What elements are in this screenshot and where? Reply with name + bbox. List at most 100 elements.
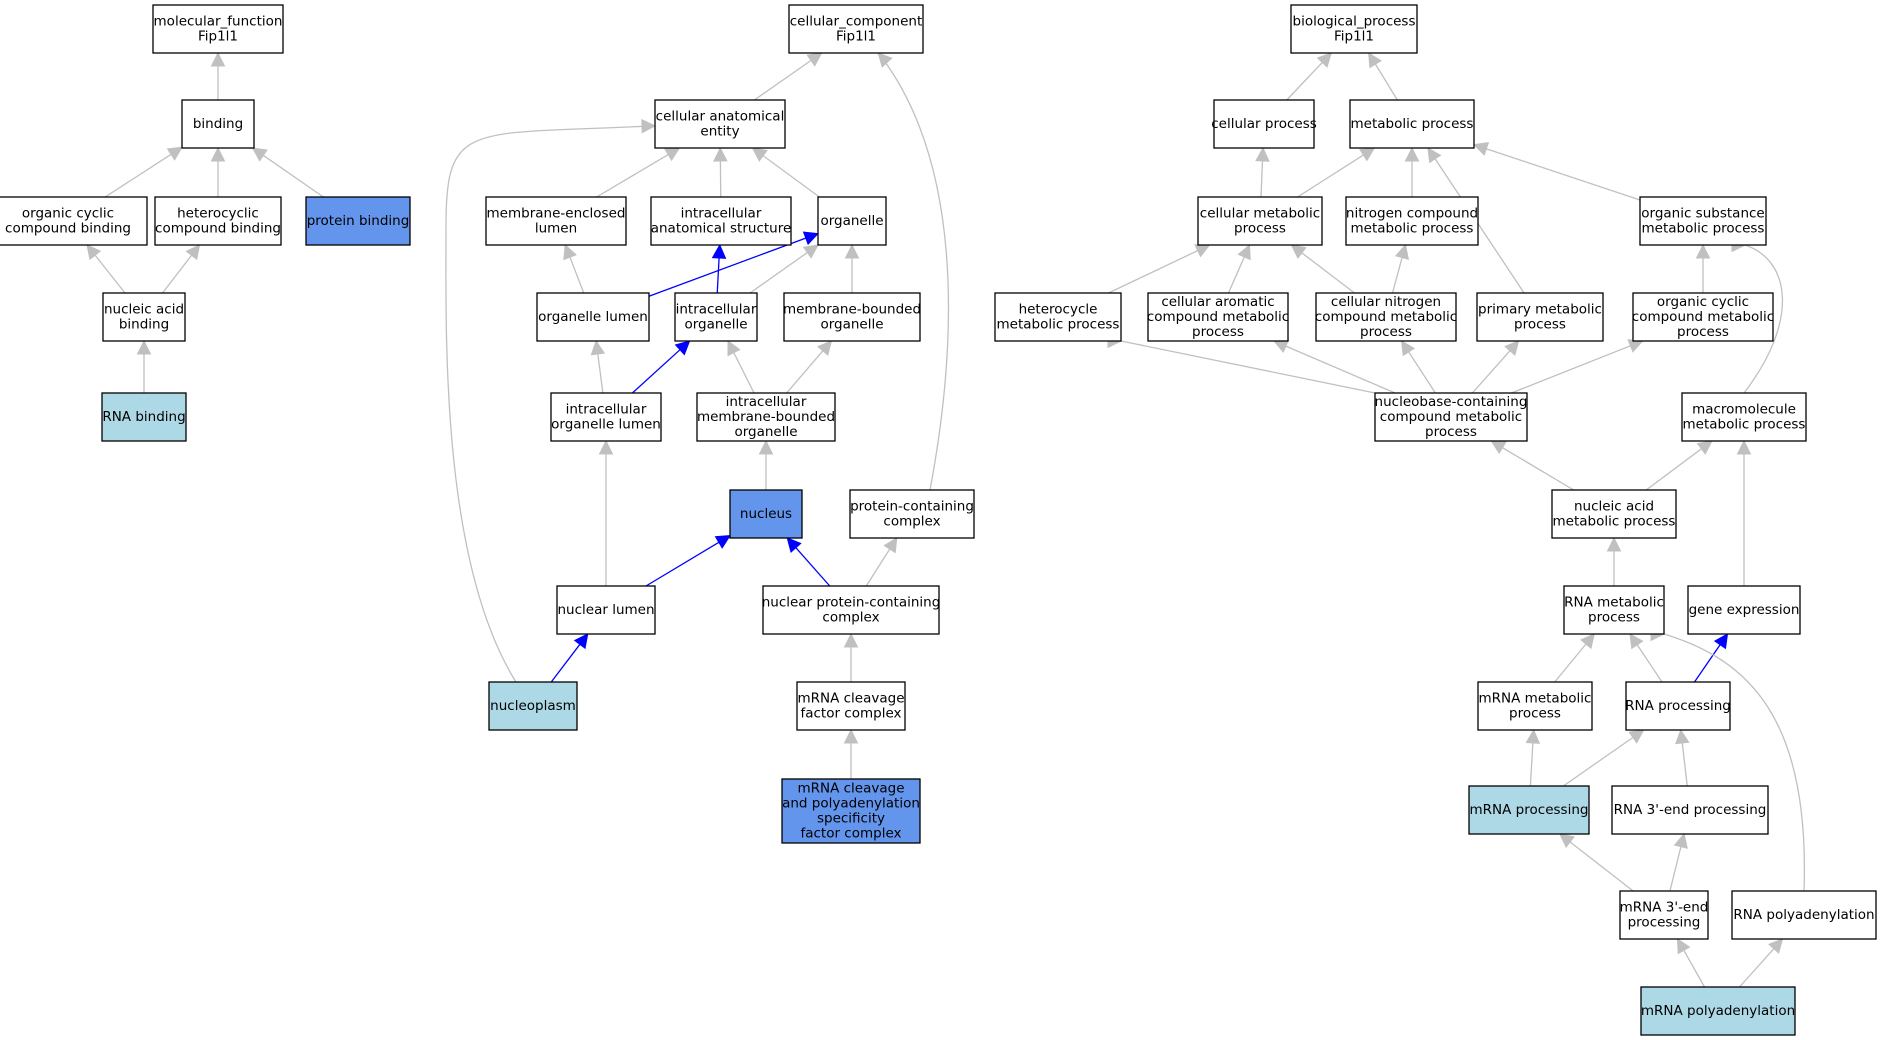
arrowhead-nitrogen_cmp-to-metabolic_process [1404,146,1420,162]
arrowhead-gene_expression-to-macromolecule_mp [1736,439,1752,455]
term-node-rna-3end[interactable]: RNA 3'-end processing [1611,785,1769,835]
term-box [488,681,578,731]
arrowhead-intracell_org_lumen-to-intracell_organelle [674,340,691,356]
edge-rna_3end-to-rna_processing [1681,741,1688,787]
arrowhead-nucleobase_cmp-to-cell_aromatic_cmp [1272,339,1290,354]
term-label-line: process [1192,324,1244,340]
term-label-line: intracellular [676,302,757,318]
term-node-rna-polyadenylation[interactable]: RNA polyadenylation [1731,890,1877,940]
term-label-line: compound binding [155,221,281,237]
edge-nucleobase_cmp-to-cell_aromatic_cmp [1284,345,1396,394]
term-box [1625,681,1731,731]
term-label-line: nucleic acid [1574,499,1654,515]
term-node-cellular-process[interactable]: cellular process [1211,99,1317,149]
term-label-line: Fip1l1 [198,29,238,45]
term-box [729,489,803,539]
term-label-line: metabolic process [1683,417,1806,433]
term-box [849,489,975,539]
term-label-line: compound metabolic [1147,309,1289,325]
term-box [788,4,924,54]
edge-cell_nitrogen_cmp-to-nitrogen_cmp [1391,256,1403,294]
term-label-line: organic substance [1641,206,1764,222]
term-label-line: cellular anatomical [656,109,785,125]
term-node-nuclear-lumen[interactable]: nuclear lumen [556,585,656,635]
term-label-line: compound metabolic [1380,409,1522,425]
arrowhead-rna_processing-to-rna_mp [1629,633,1644,650]
term-node-organelle-lumen[interactable]: organelle lumen [536,292,650,342]
term-node-organelle[interactable]: organelle [817,196,887,246]
term-node-nucleus[interactable]: nucleus [729,489,803,539]
term-label-line: mRNA processing [1470,802,1589,818]
arrowhead-protein_complex-to-cc_root [877,52,893,68]
arrowhead-mrna_3end-to-mrna_processing [1558,833,1576,849]
term-label-line: macromolecule [1692,402,1796,418]
term-label-line: protein binding [307,213,410,229]
term-box [696,392,836,442]
term-label-line: cellular process [1211,116,1317,132]
term-box [181,99,255,149]
term-node-mrna-processing[interactable]: mRNA processing [1468,785,1590,835]
edge-mem_enclosed_lumen-to-cae [596,153,670,198]
arrowhead-nucleobase_cmp-to-primary_mp [1504,340,1520,356]
term-node-gene-expression[interactable]: gene expression [1687,585,1801,635]
term-node-mrna-polyadenylation[interactable]: mRNA polyadenylation [1640,986,1796,1036]
arrowhead-intracell_organelle-to-intracell_anat [711,243,727,259]
edge-cellular_process-to-bp_root [1286,61,1324,101]
edge-nucleobase_cmp-to-cell_nitrogen_cmp [1407,350,1436,394]
term-label-line: heterocyclic [177,206,259,222]
arrowhead-intracell_anat-to-cae [713,146,728,162]
edge-mrna_polyadenylation-to-rna_polyadenylation [1739,947,1775,988]
term-label-line: organelle [820,317,883,333]
term-box [1640,986,1796,1036]
arrowhead-nucleus-to-intracell_mb_organelle [758,439,774,455]
arrowhead-nucleic_acid_binding-to-organic_cyclic_cb [86,244,102,261]
term-node-nucleoplasm[interactable]: nucleoplasm [488,681,578,731]
term-node-binding[interactable]: binding [181,99,255,149]
term-label-line: protein-containing [850,499,974,515]
term-label-line: membrane-bounded [697,409,835,425]
term-node-protein-binding[interactable]: protein binding [305,196,411,246]
term-label-line: RNA polyadenylation [1733,907,1874,923]
term-label-line: nucleoplasm [490,698,576,714]
term-node-rna-binding[interactable]: RNA binding [101,392,187,442]
arrowhead-organic_cyclic_cmp-to-organic_smp [1695,243,1711,259]
term-label-line: process [1425,424,1477,440]
term-node-metabolic-process[interactable]: metabolic process [1349,99,1475,149]
edge-nucleic_acid_mp-to-nucleobase_cmp [1501,446,1575,491]
term-node-rna-processing[interactable]: RNA processing [1625,681,1731,731]
arrowhead-organic_smp-to-metabolic_process [1472,142,1490,156]
term-box [556,585,656,635]
